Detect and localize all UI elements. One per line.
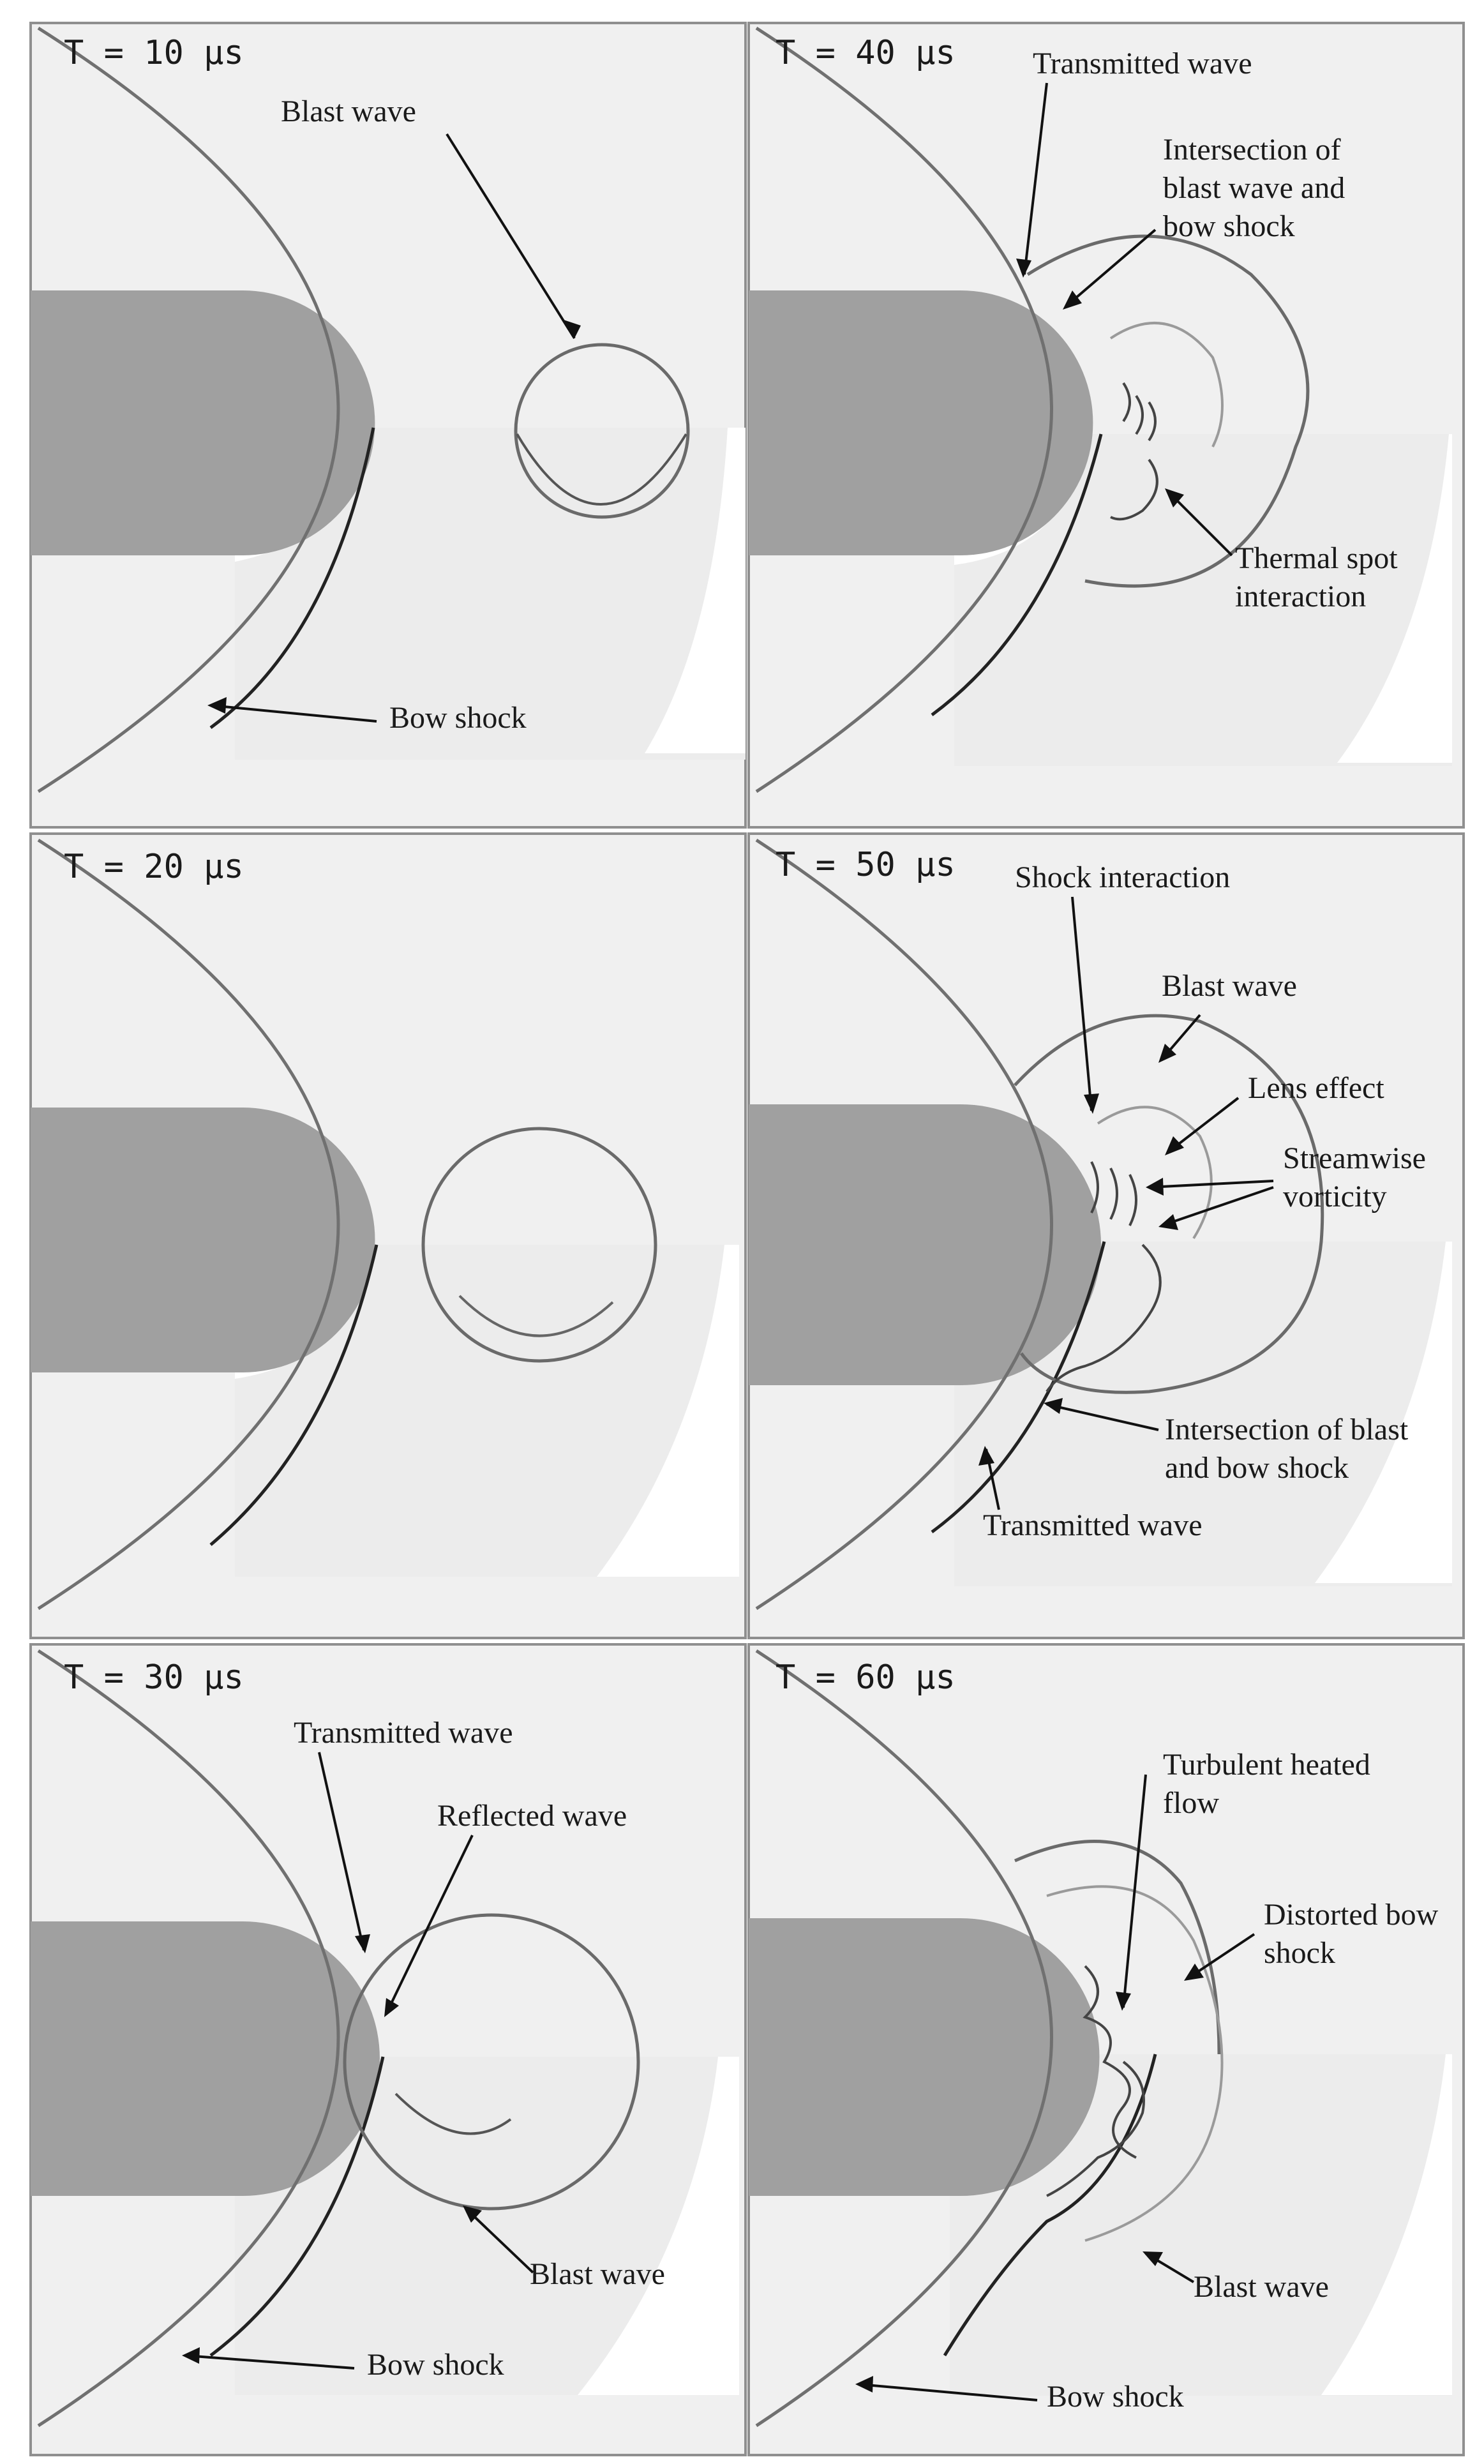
label-thermal-spot-2: interaction bbox=[1235, 580, 1366, 613]
label-turbulent-2: flow bbox=[1163, 1786, 1219, 1820]
label-bow-shock: Bow shock bbox=[367, 2348, 504, 2382]
bow-shock bbox=[755, 838, 1053, 1611]
blunt-body bbox=[31, 1921, 380, 2197]
panel-t30: T = 30 µs Transmitted wave Reflected wav… bbox=[29, 1643, 747, 2456]
label-intersection-2: blast wave and bbox=[1163, 171, 1345, 205]
time-label: T = 50 µs bbox=[776, 846, 956, 884]
label-reflected-wave: Reflected wave bbox=[437, 1799, 627, 1833]
blast-wave-circle bbox=[421, 1127, 657, 1363]
blast-wave-arc bbox=[1046, 1885, 1224, 2242]
blast-wave-circle bbox=[514, 343, 690, 519]
bow-shock bbox=[37, 838, 340, 1611]
label-transmitted-wave: Transmitted wave bbox=[1033, 47, 1252, 80]
label-distorted-2: shock bbox=[1264, 1936, 1335, 1970]
label-bow-shock: Bow shock bbox=[389, 701, 527, 735]
panel-t50: T = 50 µs Shock interaction Blast wave L… bbox=[747, 832, 1465, 1639]
label-intersection-1: Intersection of bbox=[1163, 133, 1341, 167]
label-blast-wave: Blast wave bbox=[1194, 2270, 1329, 2304]
bow-shock bbox=[755, 1649, 1053, 2428]
bow-shock bbox=[37, 26, 340, 793]
time-label: T = 20 µs bbox=[64, 848, 244, 886]
label-streamwise-2: vorticity bbox=[1283, 1180, 1387, 1213]
blast-wave-arc bbox=[1014, 1014, 1324, 1394]
distorted-bow-shock bbox=[1014, 1840, 1221, 2055]
label-transmitted-wave: Transmitted wave bbox=[983, 1508, 1203, 1542]
label-turbulent-1: Turbulent heated bbox=[1163, 1748, 1370, 1782]
label-bow-shock: Bow shock bbox=[1047, 2380, 1184, 2414]
blunt-body bbox=[31, 290, 375, 555]
label-transmitted-wave: Transmitted wave bbox=[294, 1716, 513, 1750]
panel-t20: T = 20 µs bbox=[29, 832, 747, 1639]
blast-wave-circle bbox=[343, 1913, 640, 2211]
label-streamwise-1: Streamwise bbox=[1283, 1141, 1426, 1175]
panel-t60: T = 60 µs Turbulent heated flow Distorte… bbox=[747, 1643, 1465, 2456]
label-blast-wave: Blast wave bbox=[530, 2257, 665, 2291]
label-shock-interaction: Shock interaction bbox=[1015, 860, 1230, 894]
time-label: T = 30 µs bbox=[64, 1658, 244, 1697]
label-intersection-1: Intersection of blast bbox=[1165, 1413, 1409, 1446]
label-lens-effect: Lens effect bbox=[1248, 1071, 1384, 1105]
label-blast-wave: Blast wave bbox=[1162, 969, 1297, 1003]
label-distorted-1: Distorted bow bbox=[1264, 1898, 1439, 1932]
bow-shock bbox=[37, 1649, 340, 2428]
panel-t10: T = 10 µs Blast wave Bow shock bbox=[29, 22, 747, 829]
blast-wave-arc bbox=[1026, 234, 1310, 588]
time-label: T = 40 µs bbox=[776, 34, 956, 72]
panel-t40: T = 40 µs Transmitted wave Intersection … bbox=[747, 22, 1465, 829]
time-label: T = 10 µs bbox=[64, 34, 244, 72]
label-intersection-3: bow shock bbox=[1163, 209, 1295, 243]
label-blast-wave: Blast wave bbox=[281, 94, 416, 128]
blunt-body bbox=[749, 1104, 1101, 1385]
bow-shock bbox=[755, 26, 1053, 793]
blunt-body bbox=[749, 1918, 1100, 2196]
label-thermal-spot-1: Thermal spot bbox=[1235, 541, 1398, 575]
time-label: T = 60 µs bbox=[776, 1658, 956, 1697]
blunt-body bbox=[31, 1108, 375, 1372]
blunt-body bbox=[749, 290, 1093, 555]
label-intersection-2: and bow shock bbox=[1165, 1451, 1349, 1485]
